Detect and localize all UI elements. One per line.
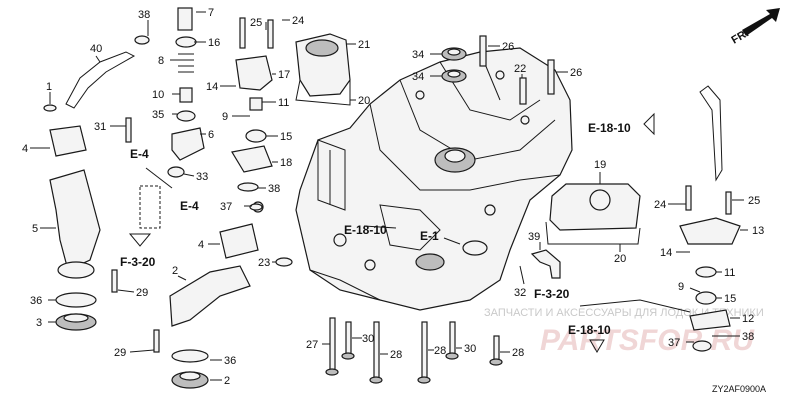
callout-14: 14: [660, 247, 672, 259]
callout-30: 30: [464, 343, 476, 355]
callout-15: 15: [280, 131, 292, 143]
ref-e-1: E-1: [420, 229, 439, 243]
callout-37: 37: [668, 337, 680, 349]
callout-24: 24: [292, 15, 304, 27]
callout-37: 37: [220, 201, 232, 213]
callout-34: 34: [412, 49, 424, 61]
ref-f-3-20: F-3-20: [534, 287, 570, 301]
callout-9: 9: [222, 111, 228, 123]
callout-38: 38: [138, 9, 150, 21]
small-bolts: [43, 17, 732, 353]
callout-23: 23: [258, 257, 270, 269]
callout-25: 25: [250, 17, 262, 29]
callout-33: 33: [196, 171, 208, 183]
e1810-arrow: [643, 112, 655, 136]
callout-32: 32: [514, 287, 526, 299]
ref-e-4: E-4: [180, 199, 199, 213]
front-direction-arrow: FR.: [730, 8, 780, 47]
callout-40: 40: [90, 43, 102, 55]
right-stack: [679, 85, 741, 352]
e1810-arrow-bottom: [589, 339, 605, 353]
middle-stack: [231, 55, 273, 213]
callout-8: 8: [158, 55, 164, 67]
callout-27: 27: [306, 339, 318, 351]
washers-34: [441, 47, 467, 83]
callout-4: 4: [198, 239, 204, 251]
callout-28: 28: [390, 349, 402, 361]
callouts: 38 7 16 8 10 35 6 33 40 1 31 4 5 36 3 29…: [22, 7, 764, 387]
callout-28: 28: [434, 345, 446, 357]
callout-10: 10: [152, 89, 164, 101]
callout-21: 21: [358, 39, 370, 51]
callout-14: 14: [206, 81, 218, 93]
callout-31: 31: [94, 121, 106, 133]
callout-19: 19: [594, 159, 606, 171]
callout-38: 38: [742, 331, 754, 343]
ref-e-18-10: E-18-10: [344, 223, 387, 237]
watermark-logo: PARTSFOR.RU: [540, 324, 755, 357]
callout-3: 3: [36, 317, 42, 329]
callout-7: 7: [208, 7, 214, 19]
callout-25: 25: [748, 195, 760, 207]
reference-labels: E-18-10 E-18-10 E-18-10 E-4 E-4 E-1 F-3-…: [120, 121, 631, 337]
ref-e-18-10: E-18-10: [588, 121, 631, 135]
callout-5: 5: [32, 223, 38, 235]
callout-20: 20: [358, 95, 370, 107]
callout-22: 22: [514, 63, 526, 75]
callout-38: 38: [268, 183, 280, 195]
callout-34: 34: [412, 71, 424, 83]
e4-dashed-box: [139, 185, 161, 229]
callout-29: 29: [136, 287, 148, 299]
callout-30: 30: [362, 333, 374, 345]
callout-11: 11: [724, 267, 735, 279]
callout-20: 20: [614, 253, 626, 265]
callout-12: 12: [742, 313, 754, 325]
callout-2: 2: [172, 265, 178, 277]
ref-e-18-10: E-18-10: [568, 323, 611, 337]
valve-stack: [167, 7, 205, 178]
callout-18: 18: [280, 157, 292, 169]
callout-6: 6: [208, 129, 214, 141]
f320-arrow-a: [128, 233, 152, 247]
bottom-bolts: [325, 317, 503, 384]
hose-39: [530, 249, 561, 279]
callout-36: 36: [224, 355, 236, 367]
callout-36: 36: [30, 295, 42, 307]
callout-1: 1: [46, 81, 52, 93]
callout-15: 15: [724, 293, 736, 305]
callout-11: 11: [278, 97, 289, 109]
callout-16: 16: [208, 37, 220, 49]
callout-13: 13: [752, 225, 764, 237]
callout-2: 2: [224, 375, 230, 387]
oil-case-body: [295, 47, 573, 311]
callout-17: 17: [278, 69, 290, 81]
leader-lines: [30, 11, 748, 381]
elbow-pipe-assembly: [169, 223, 259, 389]
cover-upper: [295, 33, 351, 106]
callout-4: 4: [22, 143, 28, 155]
leader-e4: [145, 167, 173, 189]
cover-right: [545, 183, 641, 245]
callout-24: 24: [654, 199, 666, 211]
callout-29: 29: [114, 347, 126, 359]
callout-26: 26: [570, 67, 582, 79]
ref-f-3-20: F-3-20: [120, 255, 156, 269]
left-tube-assembly: [49, 51, 136, 331]
studs: [479, 35, 555, 105]
diagram-code: ZY2AF0900A: [712, 384, 766, 394]
callout-39: 39: [528, 231, 540, 243]
callout-26: 26: [502, 41, 514, 53]
callout-28: 28: [512, 347, 524, 359]
callout-9: 9: [678, 281, 684, 293]
ref-e-4: E-4: [130, 147, 149, 161]
callout-35: 35: [152, 109, 164, 121]
